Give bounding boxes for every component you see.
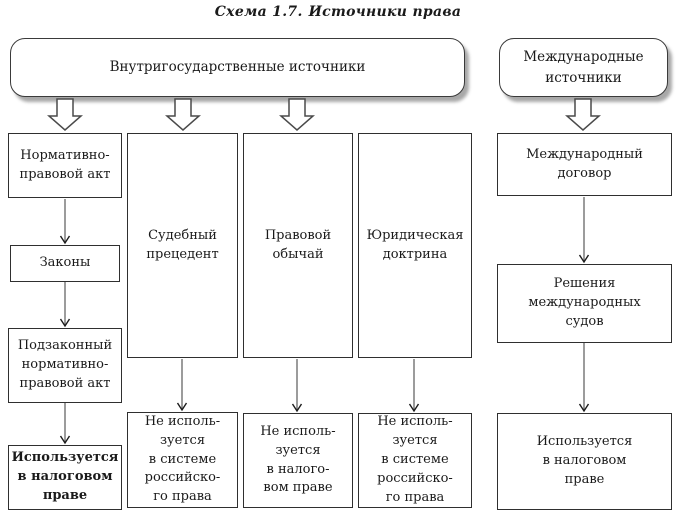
down-arrow-icon <box>578 343 590 413</box>
box-used-in-tax-law-international: Используется в налоговом праве <box>497 413 672 510</box>
box-normative-legal-act: Нормативно- правовой акт <box>8 133 122 198</box>
down-arrow-icon <box>176 359 188 412</box>
box-international-court-decisions: Решения международных судов <box>497 264 672 343</box>
domestic-sources-header: Внутригосударственные источники <box>10 38 465 97</box>
diagram-title: Схема 1.7. Источники права <box>0 4 676 20</box>
box-used-in-tax-law-domestic: Используется в налоговом праве <box>8 445 122 510</box>
box-not-used-russian-system-doctrine: Не исполь- зуется в системе российско- г… <box>358 413 472 508</box>
box-legal-doctrine: Юридическая доктрина <box>358 133 472 358</box>
box-judicial-precedent: Судебный прецедент <box>127 133 238 358</box>
box-international-treaty: Международный договор <box>497 133 672 196</box>
box-not-used-russian-system-precedent: Не исполь- зуется в системе российско- г… <box>127 412 238 508</box>
block-down-arrow-icon <box>565 98 601 131</box>
down-arrow-icon <box>578 197 590 264</box>
down-arrow-icon <box>59 282 71 328</box>
box-laws: Законы <box>10 245 120 282</box>
block-down-arrow-icon <box>165 98 201 131</box>
down-arrow-icon <box>291 359 303 413</box>
down-arrow-icon <box>59 403 71 445</box>
title-number: Схема 1.7. <box>214 4 303 20</box>
down-arrow-icon <box>59 199 71 245</box>
down-arrow-icon <box>408 359 420 413</box>
block-down-arrow-icon <box>47 98 83 131</box>
box-bylaw-normative-act: Подзаконный нормативно- правовой акт <box>8 328 122 403</box>
block-down-arrow-icon <box>279 98 315 131</box>
box-not-used-tax-law-custom: Не исполь- зуется в налого- вом праве <box>243 413 353 508</box>
box-legal-custom: Правовой обычай <box>243 133 353 358</box>
international-sources-header: Международные источники <box>499 38 668 97</box>
title-text: Источники права <box>308 4 462 20</box>
